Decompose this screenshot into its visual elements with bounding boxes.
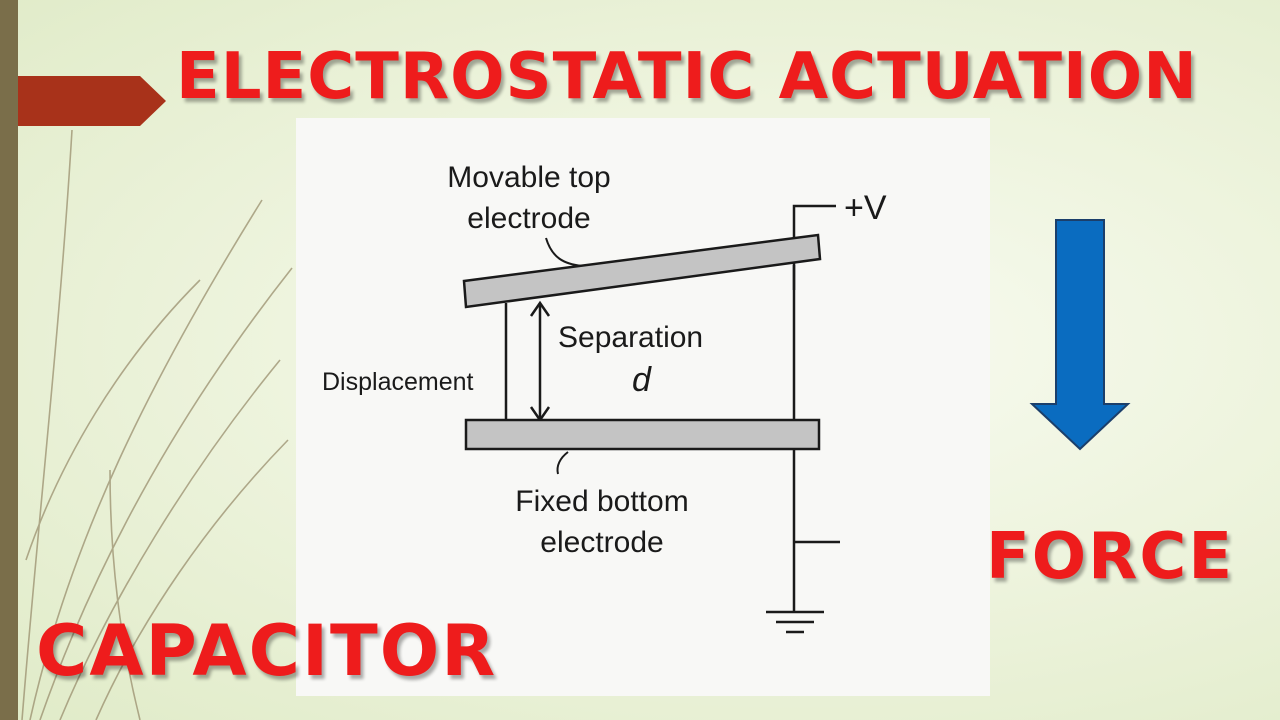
separation-label: Separation [558, 321, 703, 354]
movable-electrode-leader [545, 237, 583, 267]
title-pointer-tab [18, 76, 166, 126]
slide-title: ELECTROSTATIC ACTUATION [176, 40, 1198, 114]
fixed-electrode-label-line1: Fixed bottom [515, 485, 688, 518]
movable-electrode-label-line2: electrode [467, 202, 590, 235]
fixed-electrode-leader [556, 451, 569, 475]
decorative-curves [21, 129, 293, 720]
capacitor-diagram-panel: Movable top electrode +V Separation d Di… [296, 118, 990, 696]
separation-symbol: d [632, 361, 652, 399]
displacement-label: Displacement [322, 368, 474, 396]
movable-electrode-label-line1: Movable top [447, 161, 610, 194]
voltage-label: +V [844, 189, 887, 227]
force-arrow-icon [1029, 219, 1131, 451]
fixed-electrode-label-line2: electrode [540, 526, 663, 559]
fixed-bottom-electrode [464, 418, 821, 451]
capacitor-diagram: Movable top electrode +V Separation d Di… [322, 161, 887, 634]
movable-top-electrode [462, 233, 822, 309]
force-label: FORCE [986, 520, 1235, 594]
capacitor-label: CAPACITOR [36, 610, 498, 692]
left-accent-bar [0, 0, 18, 720]
separation-arrow-head-top [529, 300, 551, 317]
